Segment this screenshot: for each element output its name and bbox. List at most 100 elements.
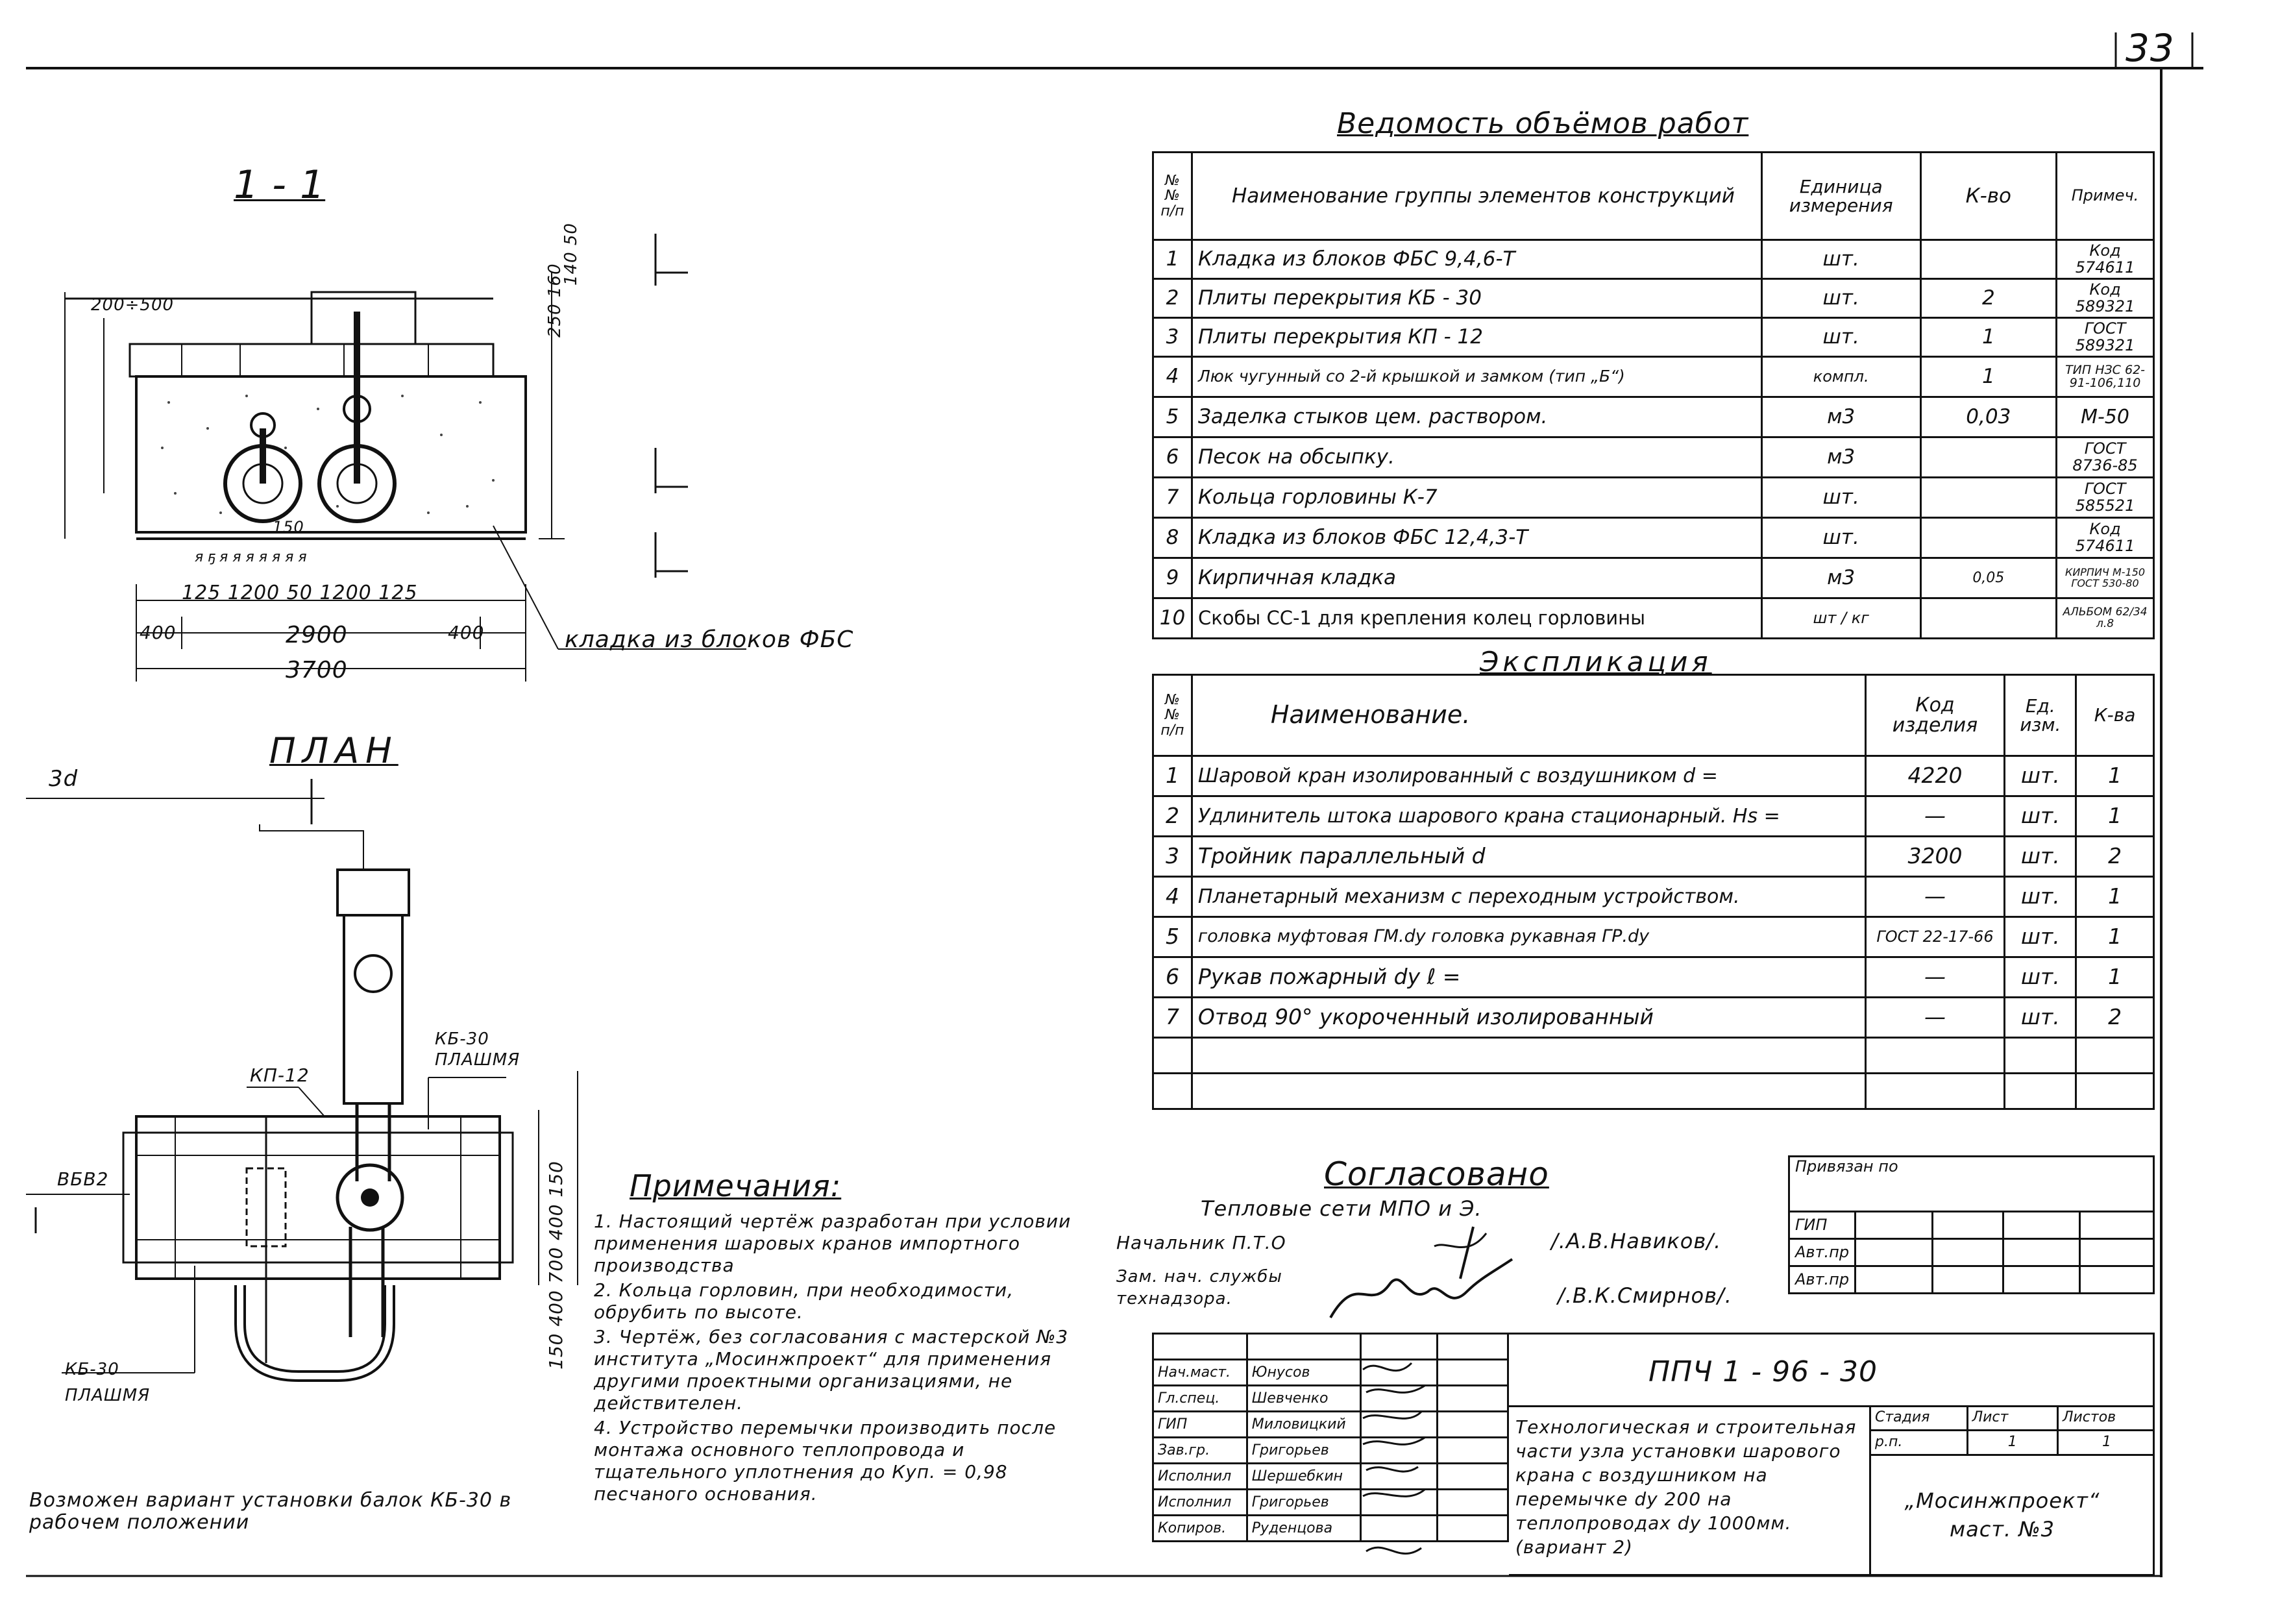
sheets-value: 1 [2056,1429,2155,1456]
vol-num: 6 [1152,436,1193,478]
signer-name: Григорьев [1245,1488,1362,1516]
table-row: 2 Удлинитель штока шарового крана стацио… [1152,795,2155,837]
expl-qty: 2 [2075,996,2155,1039]
vol-qty [1919,476,2058,519]
section-drawing: я ҕ я я я я я я я [64,234,746,682]
vol-name: Люк чугунный со 2-й крышкой и замком (ти… [1190,356,1763,398]
vol-name: Кольца горловины К-7 [1190,476,1763,519]
vol-qty: 2 [1919,278,2058,319]
signer-row: Гл.спец.Шевченко [1152,1384,1509,1412]
expl-name: Тройник параллельный d [1190,835,1867,878]
note-item: 4. Устройство перемычки производить посл… [594,1417,1057,1505]
vol-qty: 1 [1919,317,2058,358]
vol-name: Скобы СС-1 для крепления колец горловины [1190,597,1763,639]
signer-name: Григорьев [1245,1436,1362,1464]
vol-name: Кирпичная кладка [1190,557,1763,599]
vol-num: 1 [1152,239,1193,280]
dim-total: 3700 [286,657,348,683]
note-item: 2. Кольца горловин, при необходимости, о… [594,1279,1014,1323]
ref-box: Привязан по ГИП Авт.пр Авт.пр [1787,1155,2155,1294]
vol-unit: м3 [1760,557,1922,599]
ref-box-title: Привязан по [1788,1155,2155,1212]
vol-note: Код 589321 [2055,278,2155,319]
title-divider-h [1509,1405,2155,1407]
signer-role: Исполнил [1152,1488,1248,1516]
vol-qty: 1 [1919,356,2058,398]
dim-140-50: 140 50 [561,223,581,286]
signer-name: Шевченко [1245,1384,1362,1412]
plan-dims: 150 400 700 400 150 [545,1161,567,1370]
expl-code: — [1864,996,2006,1039]
table-row: 6 Рукав пожарный dy ℓ = — шт. 1 [1152,956,2155,998]
svg-text:я ҕ я я я я я я я: я ҕ я я я я я я я [195,549,307,565]
table-row: 3 Плиты перекрытия КП - 12 шт. 1 ГОСТ 58… [1152,317,2155,358]
signer-role: Копиров. [1152,1514,1248,1542]
signer-row: Нач.маст.Юнусов [1152,1359,1509,1386]
vol-note: ТИП НЗС 62-91-106,110 [2055,356,2155,398]
table-row: 3 Тройник параллельный d 3200 шт. 2 [1152,835,2155,878]
vol-header-qty: К-во [1919,151,2058,241]
title-divider-v [1869,1405,1871,1576]
expl-num: 3 [1152,835,1193,878]
vol-header-name: Наименование группы элементов конструкци… [1190,151,1763,241]
signers-signatures [1362,1362,1425,1555]
signer-role: Исполнил [1152,1462,1248,1490]
kp12-label: КП-12 [250,1064,310,1086]
expl-header-name: Наименование. [1190,674,1867,757]
vol-unit: шт. [1760,278,1922,319]
vol-note: АЛЬБОМ 62/34 л.8 [2055,597,2155,639]
org-name: „Мосинжпроект“ маст. №3 [1904,1488,2100,1542]
vol-num: 3 [1152,317,1193,358]
vol-name: Плиты перекрытия КП - 12 [1190,317,1763,358]
vol-num: 2 [1152,278,1193,319]
stage-table: Стадия Лист Листов р.п. 1 1 [1869,1405,2155,1456]
drawing-description: Технологическая и строительная части узл… [1515,1416,1857,1558]
dim-side-left: 400 [140,622,177,643]
expl-qty: 1 [2075,755,2155,797]
signer-name: Руденцова [1245,1514,1362,1542]
plan-title: ПЛАН [269,730,398,771]
table-row: 4 Люк чугунный со 2-й крышкой и замком (… [1152,356,2155,398]
table-row: 10 Скобы СС-1 для крепления колец горлов… [1152,597,2155,639]
vol-header-num: №№ п/п [1152,151,1193,241]
expl-unit: шт. [2003,996,2077,1039]
vol-note: КИРПИЧ М-150 ГОСТ 530-80 [2055,557,2155,599]
vol-unit: м3 [1760,436,1922,478]
expl-qty: 1 [2075,916,2155,958]
masonry-label: кладка из блоков ФБС [565,626,854,653]
left-mark: ВБВ2 [57,1168,109,1190]
expl-unit: шт. [2003,876,2077,918]
ref-row-label: ГИП [1787,1211,1857,1240]
signer-role: Нач.маст. [1152,1359,1248,1386]
approval-role2: Зам. нач. службы технадзора. [1116,1267,1282,1309]
vol-qty [1919,517,2058,559]
sheet-number: 33 [2126,26,2175,70]
vol-unit: шт. [1760,517,1922,559]
dim-200-500: 200÷500 [91,295,175,315]
dim-150: 150 [273,518,304,536]
vol-qty [1919,239,2058,280]
table-row-empty [1152,1072,2155,1110]
expl-name: Шаровой кран изолированный с воздушником… [1190,755,1867,797]
vol-name: Плиты перекрытия КБ - 30 [1190,278,1763,319]
vol-unit: шт. [1760,239,1922,280]
expl-code: — [1864,795,2006,837]
label-3d: 3d [49,766,79,792]
expl-title: Экспликация [1480,646,1712,678]
vol-note: ГОСТ 589321 [2055,317,2155,358]
expl-unit: шт. [2003,795,2077,837]
vol-name: Заделка стыков цем. раствором. [1190,396,1763,438]
table-row: 1 Шаровой кран изолированный с воздушник… [1152,755,2155,797]
signer-name: Миловицкий [1245,1410,1362,1438]
approval-org: Тепловые сети МПО и Э. [1201,1196,1482,1221]
table-row: 7 Отвод 90° укороченный изолированный — … [1152,996,2155,1039]
vol-note: Код 574611 [2055,517,2155,559]
expl-header-unit: Ед. изм. [2003,674,2077,757]
signer-name: Шершебкин [1245,1462,1362,1490]
vol-note: Код 574611 [2055,239,2155,280]
ref-row-label: Авт.пр [1787,1265,1857,1294]
expl-code: — [1864,876,2006,918]
